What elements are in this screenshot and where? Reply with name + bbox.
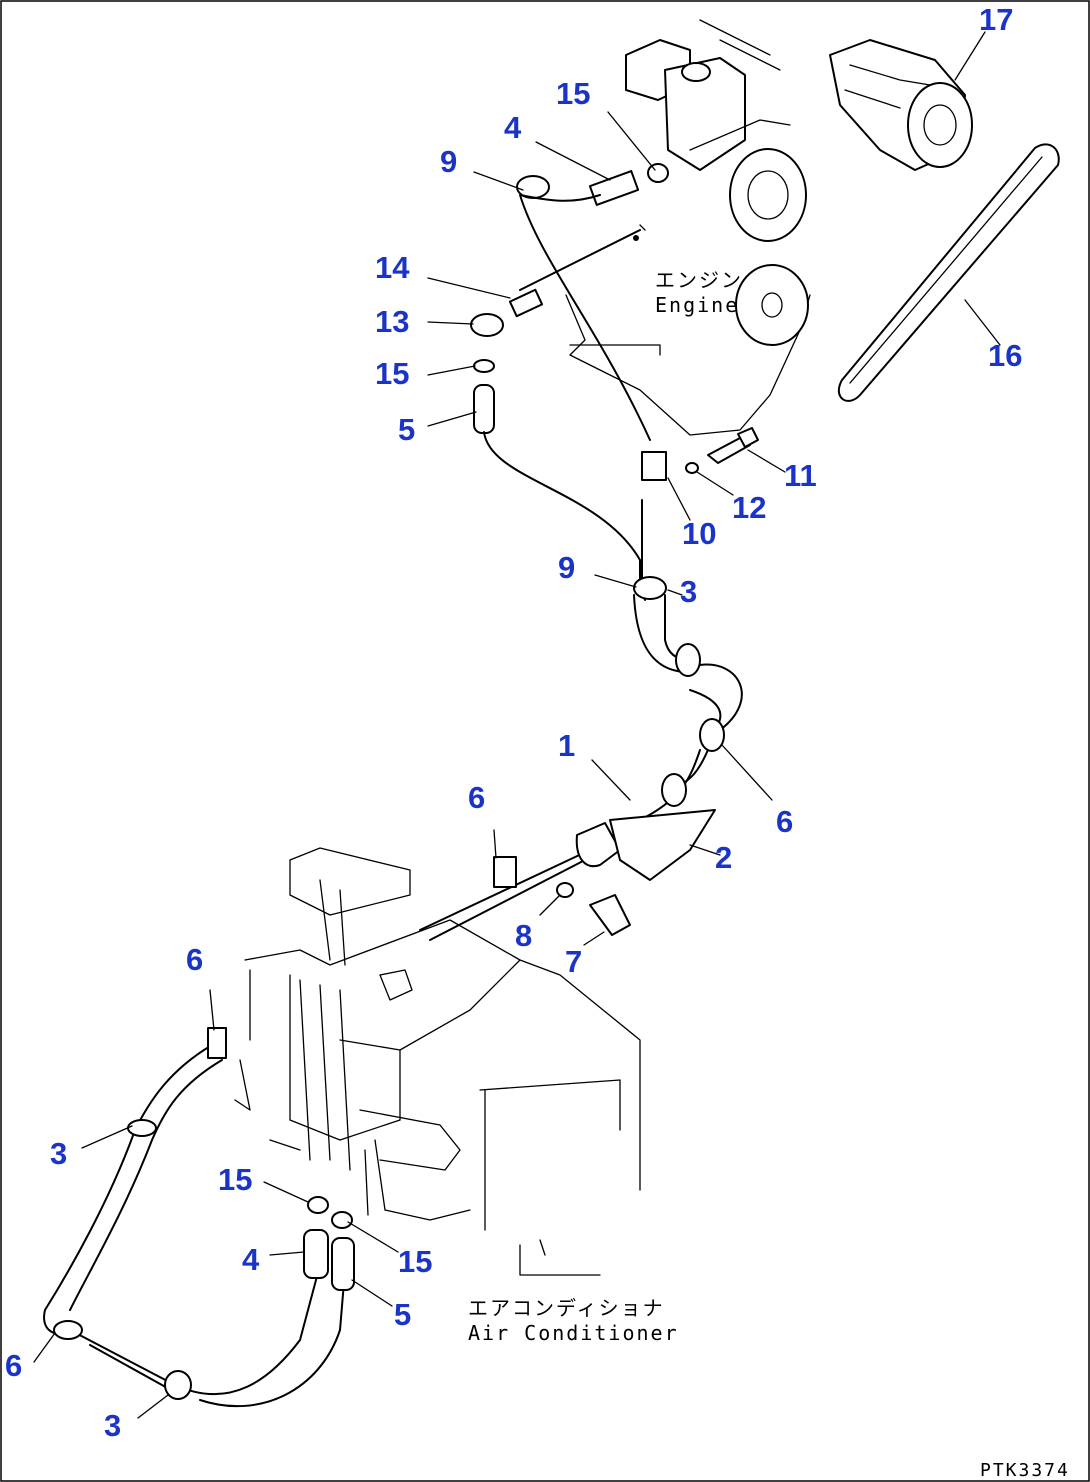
power-steering-pump bbox=[625, 19, 807, 242]
drawing-code: PTK3374 bbox=[980, 1460, 1070, 1481]
v-belt bbox=[837, 143, 1060, 402]
hose-clamps bbox=[53, 576, 725, 1400]
callout-8: 8 bbox=[515, 918, 532, 953]
callout-15: 15 bbox=[218, 1162, 252, 1197]
callout-5: 5 bbox=[398, 412, 415, 447]
callout-4: 4 bbox=[242, 1242, 260, 1277]
callout-6: 6 bbox=[5, 1348, 22, 1383]
aircon-label-en: Air Conditioner bbox=[468, 1321, 679, 1345]
engine-label-jp: エンジン bbox=[655, 268, 743, 292]
aircon-label-jp: エアコンディショナ bbox=[468, 1296, 665, 1320]
callout-3: 3 bbox=[104, 1408, 121, 1443]
callout-2: 2 bbox=[715, 840, 732, 875]
callout-16: 16 bbox=[988, 338, 1022, 373]
callout-15: 15 bbox=[375, 356, 409, 391]
callout-9: 9 bbox=[440, 144, 457, 179]
callout-6: 6 bbox=[776, 804, 793, 839]
upper-fittings bbox=[470, 163, 669, 434]
callout-15: 15 bbox=[556, 76, 590, 111]
callout-6: 6 bbox=[468, 780, 485, 815]
clamp-bracket bbox=[641, 427, 759, 481]
callout-14: 14 bbox=[375, 250, 410, 285]
callout-6: 6 bbox=[186, 942, 203, 977]
callout-7: 7 bbox=[565, 944, 582, 979]
engine-block-outline bbox=[565, 224, 811, 436]
callout-17: 17 bbox=[979, 2, 1013, 37]
callout-3: 3 bbox=[680, 574, 697, 609]
callout-12: 12 bbox=[732, 490, 766, 525]
air-conditioner-unit bbox=[234, 847, 641, 1276]
leader-lines bbox=[33, 31, 1001, 1419]
callout-10: 10 bbox=[682, 516, 716, 551]
callout-9: 9 bbox=[558, 550, 575, 585]
callout-1: 1 bbox=[558, 728, 575, 763]
callout-11: 11 bbox=[784, 458, 817, 493]
callout-15: 15 bbox=[398, 1244, 432, 1279]
callout-3: 3 bbox=[50, 1136, 67, 1171]
callout-4: 4 bbox=[504, 110, 522, 145]
compressor bbox=[829, 39, 973, 171]
callout-13: 13 bbox=[375, 304, 409, 339]
callout-5: 5 bbox=[394, 1297, 411, 1332]
engine-label-en: Engine bbox=[655, 293, 739, 317]
